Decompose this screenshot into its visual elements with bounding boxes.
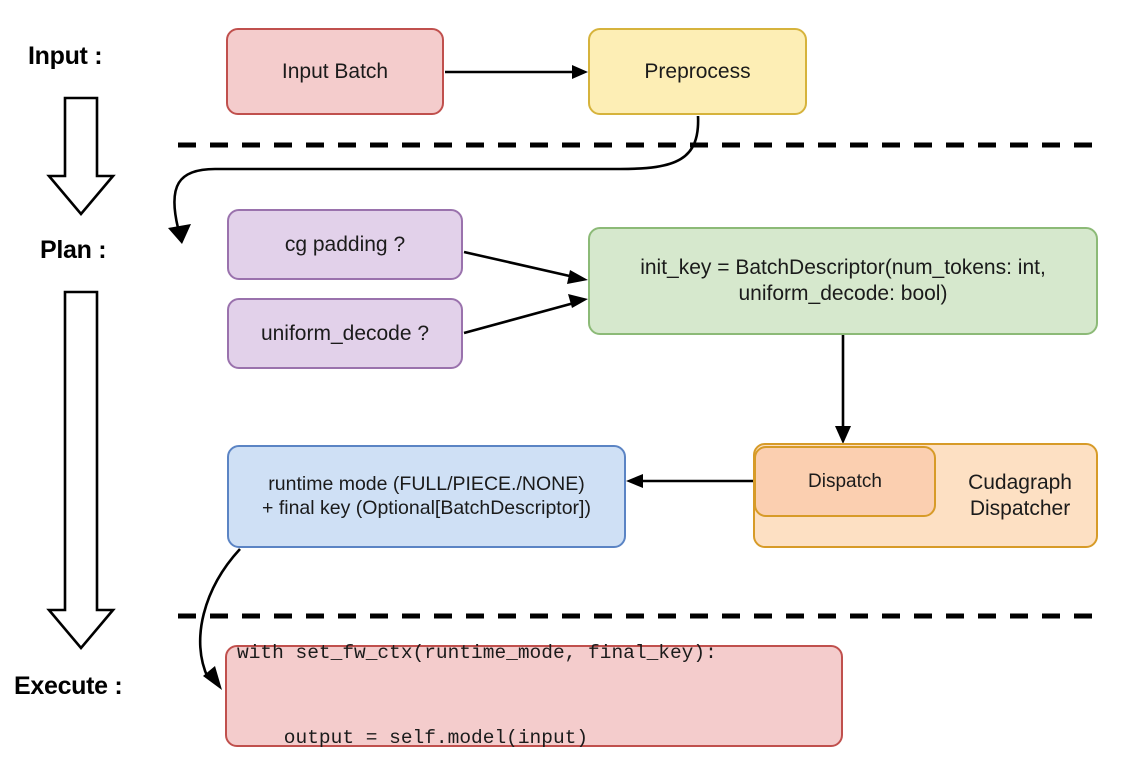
node-runtime-mode-line2: + final key (Optional[BatchDescriptor]) <box>262 496 591 519</box>
node-execute-code-line1: with set_fw_ctx(runtime_mode, final_key)… <box>237 642 717 665</box>
node-runtime-mode-text: runtime mode (FULL/PIECE./NONE) + final … <box>262 473 591 521</box>
arrowhead-cg-padding <box>168 224 191 244</box>
node-execute-code[interactable]: with set_fw_ctx(runtime_mode, final_key)… <box>225 642 843 749</box>
stage-label-execute: Execute : <box>14 672 123 700</box>
arrowhead-preprocess <box>572 65 588 79</box>
node-execute-code-text: with set_fw_ctx(runtime_mode, final_key)… <box>237 583 717 770</box>
node-cudagraph-dispatcher-line2: Dispatcher <box>969 496 1071 520</box>
node-preprocess[interactable]: Preprocess <box>588 28 807 115</box>
node-init-key-line2: uniform_decode: bool) <box>738 282 948 305</box>
stage-label-input: Input : <box>28 42 103 70</box>
node-preprocess-label: Preprocess <box>644 59 751 83</box>
arrowhead-runtime-mode <box>626 474 643 488</box>
node-uniform-decode-label: uniform_decode ? <box>260 321 430 345</box>
node-runtime-mode[interactable]: runtime mode (FULL/PIECE./NONE) + final … <box>227 445 626 548</box>
stage-arrow-plan-to-execute <box>46 290 116 651</box>
node-init-key[interactable]: init_key = BatchDescriptor(num_tokens: i… <box>588 227 1098 335</box>
arrowhead-init-key-top <box>567 270 588 284</box>
node-execute-code-line2: output = self.model(input) <box>237 727 589 750</box>
arrowhead-init-key-bottom <box>568 294 588 308</box>
arrow-uniform-decode-to-init-key <box>463 301 575 335</box>
stage-label-plan: Plan : <box>40 236 107 264</box>
node-cudagraph-dispatcher-line1: Cudagraph <box>968 470 1072 494</box>
node-runtime-mode-line1: runtime mode (FULL/PIECE./NONE) <box>268 472 585 495</box>
node-init-key-text: init_key = BatchDescriptor(num_tokens: i… <box>640 255 1046 306</box>
node-init-key-line1: init_key = BatchDescriptor(num_tokens: i… <box>640 256 1046 280</box>
node-cg-padding-label: cg padding ? <box>284 232 406 256</box>
node-uniform-decode[interactable]: uniform_decode ? <box>227 298 463 369</box>
node-input-batch-label: Input Batch <box>281 59 389 83</box>
node-dispatch[interactable]: Dispatch <box>754 446 936 517</box>
arrowhead-execute-code <box>203 666 222 690</box>
node-cg-padding[interactable]: cg padding ? <box>227 209 463 280</box>
arrowhead-dispatch <box>835 426 851 444</box>
node-input-batch[interactable]: Input Batch <box>226 28 444 115</box>
node-cudagraph-dispatcher-text: Cudagraph Dispatcher <box>968 470 1072 521</box>
stage-arrow-input-to-plan <box>46 96 116 217</box>
node-dispatch-label: Dispatch <box>808 470 882 492</box>
arrow-cg-padding-to-init-key <box>463 250 575 279</box>
